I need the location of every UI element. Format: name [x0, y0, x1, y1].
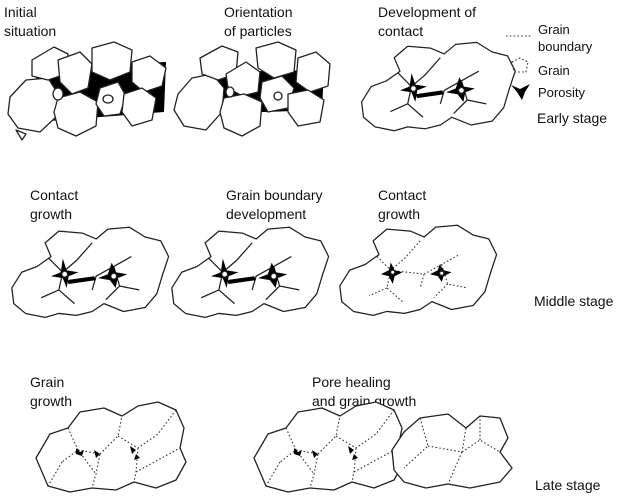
diagram-grain-boundary-development [171, 226, 330, 318]
stage-label-early: Early stage [537, 110, 608, 126]
title-pore-healing: Pore healing and grain growth [312, 374, 417, 409]
stage-label-middle: Middle stage [534, 293, 614, 309]
legend-porosity-label: Porosity [538, 85, 585, 100]
title-grain-boundary-development: Grain boundary development [226, 187, 323, 222]
legend-grain-boundary-label: Grain boundary [538, 22, 593, 54]
diagram-pore-healing [253, 401, 405, 493]
diagram-grain-growth [35, 401, 187, 493]
stage-label-late: Late stage [535, 477, 601, 493]
title-orientation-of-particles: Orientation of particles [224, 4, 293, 39]
diagram-contact-growth-1 [11, 226, 170, 318]
title-grain-growth: Grain growth [30, 374, 73, 409]
diagram-development-of-contact [360, 41, 516, 132]
legend-grain-label: Grain [538, 63, 570, 78]
title-contact-growth-1: Contact growth [30, 187, 79, 222]
title-contact-growth-2: Contact growth [378, 187, 427, 222]
title-development-of-contact: Development of contact [378, 4, 477, 39]
title-initial-situation: Initial situation [4, 4, 57, 39]
legend-grain-icon [511, 57, 529, 73]
diagram-initial-situation [7, 41, 167, 141]
diagram-orientation-of-particles [173, 41, 331, 137]
legend-porosity-icon [511, 84, 530, 100]
diagram-final-dense [391, 413, 513, 489]
diagram-contact-growth-2 [339, 224, 498, 316]
